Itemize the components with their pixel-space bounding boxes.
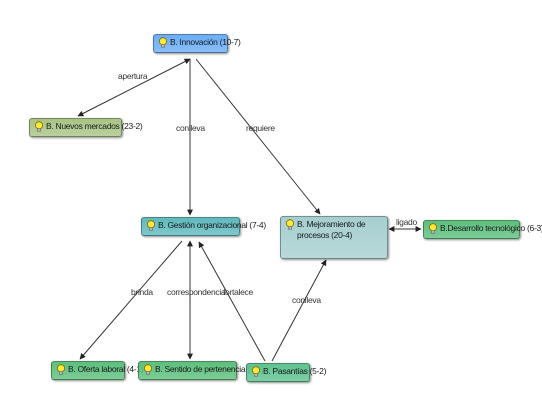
edge-label-conlleva-1: conlleva bbox=[176, 123, 205, 133]
node-label: B. Oferta laboral (4-1) bbox=[68, 364, 144, 374]
node-mejoramiento-procesos[interactable]: B. Mejoramiento de procesos (20-4) bbox=[280, 216, 388, 259]
edge-label-apertura: apertura bbox=[118, 71, 148, 81]
lightbulb-icon bbox=[147, 220, 155, 231]
node-label: B. Nuevos mercados (23-2) bbox=[46, 121, 143, 131]
edge-label-ligado: ligado bbox=[396, 217, 417, 227]
node-label: B. Pasantías (5-2) bbox=[263, 366, 327, 376]
lightbulb-icon bbox=[429, 223, 437, 234]
node-desarrollo-tecnologico[interactable]: B.Desarrollo tecnológico (6-3) bbox=[423, 220, 542, 239]
node-nuevos-mercados[interactable]: B. Nuevos mercados (23-2) bbox=[29, 118, 143, 137]
edge-fortalece bbox=[198, 241, 266, 362]
node-oferta-laboral[interactable]: B. Oferta laboral (4-1) bbox=[51, 361, 144, 380]
lightbulb-icon bbox=[57, 364, 65, 375]
edge-label-fortalece: fortalece bbox=[223, 287, 253, 297]
edge-label-requiere: requiere bbox=[246, 123, 275, 133]
edge-label-correspondencia: correspondencia bbox=[167, 287, 226, 297]
node-label: B. Mejoramiento de procesos (20-4) bbox=[297, 219, 366, 240]
node-label: B. Gestión organizacional (7-4) bbox=[158, 220, 266, 230]
edge-requiere bbox=[195, 58, 321, 215]
edge-brinda bbox=[79, 240, 183, 360]
node-pasantias[interactable]: B. Pasantías (5-2) bbox=[246, 363, 326, 382]
lightbulb-icon bbox=[35, 121, 43, 132]
node-label: B. Innovación (10-7) bbox=[170, 37, 241, 47]
node-label: B. Sentido de pertenencia (7-1) bbox=[155, 364, 264, 374]
node-label: B.Desarrollo tecnológico (6-3) bbox=[440, 223, 542, 233]
edge-conlleva-2 bbox=[271, 259, 327, 362]
lightbulb-icon bbox=[144, 364, 152, 375]
edge-label-brinda: brinda bbox=[131, 287, 153, 297]
edge-apertura bbox=[77, 58, 191, 117]
node-gestion-organizacional[interactable]: B. Gestión organizacional (7-4) bbox=[141, 217, 266, 236]
node-sentido-pertenencia[interactable]: B. Sentido de pertenencia (7-1) bbox=[138, 361, 264, 380]
lightbulb-icon bbox=[286, 219, 294, 230]
lightbulb-icon bbox=[252, 366, 260, 377]
lightbulb-icon bbox=[159, 37, 167, 48]
node-innovacion[interactable]: B. Innovación (10-7) bbox=[153, 34, 241, 53]
edge-label-conlleva-2: conlleva bbox=[292, 295, 321, 305]
